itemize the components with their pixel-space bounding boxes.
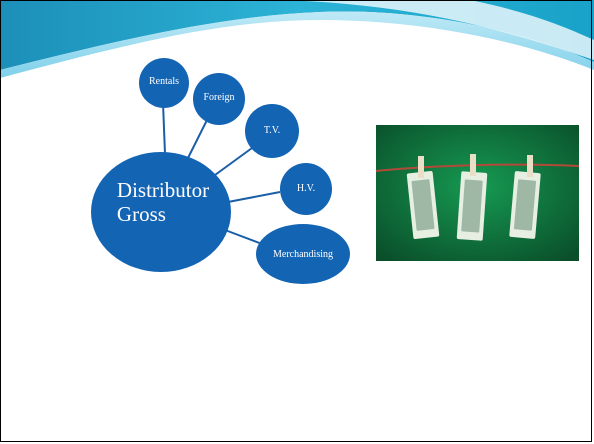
node-label-rentals: Rentals (149, 76, 179, 87)
money-clothesline-photo (376, 92, 579, 291)
connector-merchandising (224, 229, 263, 245)
node-merchandising (256, 224, 350, 284)
dollar-bill-3 (509, 155, 541, 239)
header-highlight (280, 0, 594, 60)
node-label-foreign: Foreign (203, 92, 235, 103)
node-label-merchandising: Merchandising (273, 249, 333, 260)
header-wave-light (0, 11, 594, 79)
dollar-bill-1 (406, 156, 440, 239)
node-label-hv: H.V. (296, 183, 316, 194)
connector-rentals (162, 102, 166, 155)
center-label-line2: Gross (116, 202, 166, 226)
header-wave (0, 0, 594, 79)
node-foreign (193, 73, 245, 125)
clothespin-1 (418, 156, 424, 178)
center-label-line1: Distributor (116, 177, 210, 202)
center-node (91, 152, 231, 272)
dollar-bill-2 (456, 154, 488, 241)
connector-foreign (187, 117, 209, 159)
connector-tv (214, 147, 253, 176)
clothesline (376, 163, 579, 172)
node-label-tv: T.V. (263, 125, 281, 136)
node-rentals (139, 58, 189, 108)
center-node-label: Distributor Gross (117, 178, 209, 226)
node-tv (245, 104, 299, 158)
node-hv (280, 163, 332, 215)
money-clothesline-image (376, 125, 579, 261)
clothespin-3 (527, 155, 533, 177)
clothespin-2 (470, 154, 476, 176)
connector-hv (227, 191, 281, 203)
